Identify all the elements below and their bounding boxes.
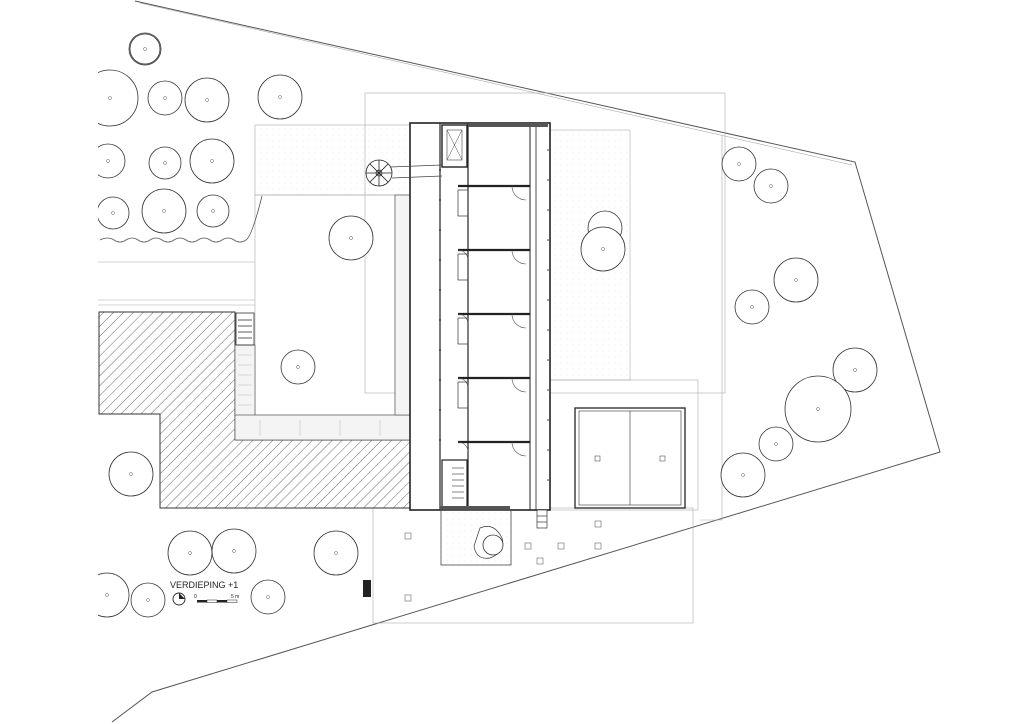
- stair-left: [235, 312, 255, 346]
- north-arrow-icon: [172, 592, 186, 606]
- main-building: [409, 122, 551, 511]
- scale-start-label: 0: [194, 594, 197, 600]
- small-steps: [536, 509, 548, 529]
- site-boundary-inner: [139, 2, 853, 166]
- hedge-line: [99, 195, 263, 243]
- scale-end-label: 5 m: [231, 594, 239, 600]
- walkway-planks: [238, 354, 381, 436]
- bike-rack: [363, 580, 371, 597]
- entrance-platform: [440, 509, 512, 566]
- walkway: [234, 194, 419, 441]
- left-margin-mask: [0, 0, 98, 724]
- tree-centers: [105, 47, 857, 602]
- trees: [81, 32, 878, 618]
- pavers: [404, 520, 602, 602]
- spiral-stair: [365, 159, 393, 187]
- plan-title: VERDIEPING +1: [170, 580, 238, 590]
- bridge: [389, 164, 443, 179]
- site-boundary: [111, 0, 941, 723]
- scale-bar: [197, 599, 238, 603]
- ground-zones: [98, 92, 726, 624]
- shed-building: [574, 407, 686, 509]
